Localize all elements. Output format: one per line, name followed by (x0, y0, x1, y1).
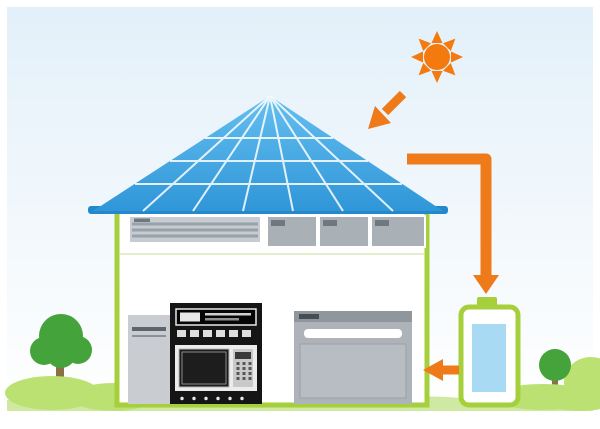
appliance-buttons (177, 330, 251, 337)
sun-icon (411, 31, 463, 83)
sun-rays (411, 31, 463, 83)
solar-panel-roof (88, 95, 448, 214)
battery-to-appliance-arrow (423, 359, 459, 381)
dishwasher-handle (304, 329, 402, 338)
solar-panel-grid (135, 95, 402, 212)
upper-floor-windows (266, 215, 426, 248)
dishwasher-control (299, 314, 319, 319)
arrowhead-icon (368, 106, 391, 129)
arrowhead-icon (423, 359, 443, 381)
oven-microwave-unit (170, 303, 262, 404)
sun-to-roof-arrow (368, 90, 407, 129)
roof-to-battery-arrow (407, 153, 499, 294)
fridge-unit (128, 315, 170, 404)
storage-battery (458, 297, 521, 408)
counter-top (294, 311, 412, 322)
battery-cell (472, 324, 506, 392)
microwave-window (178, 348, 230, 388)
dishwasher-unit (294, 311, 412, 404)
tree-right-canopy (539, 349, 571, 381)
appliance-bottom-dots (180, 396, 244, 401)
tree-left (30, 314, 92, 400)
upper-floor-vent-louver (130, 217, 260, 242)
dishwasher-door (299, 343, 407, 399)
microwave (175, 345, 257, 391)
solar-panel-surface (93, 96, 443, 211)
house (114, 206, 430, 408)
arrowhead-icon (473, 275, 499, 294)
tree-left-canopy (30, 314, 92, 368)
sun-disc (424, 44, 450, 70)
